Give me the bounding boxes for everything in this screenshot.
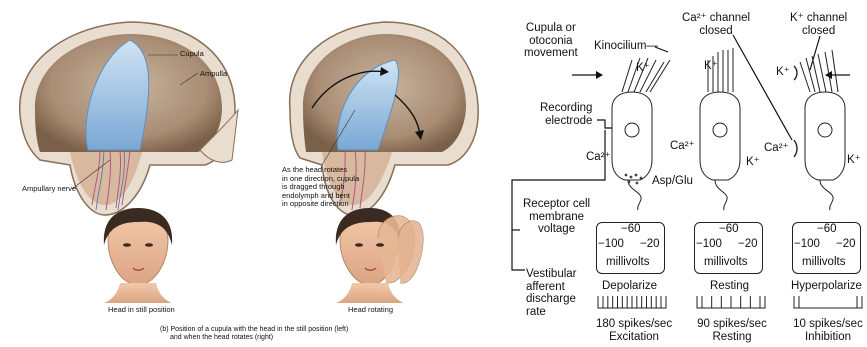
rate-depolarize: 180 spikes/sec Excitation	[596, 318, 672, 343]
meter-top-1: −60	[621, 223, 641, 236]
face-rotating-illustration	[336, 208, 423, 303]
label-ampullary-nerve: Ampullary nerve	[22, 185, 76, 194]
label-kinocilium: Kinocilium—	[594, 40, 658, 53]
label-k-plus-3: K⁺	[776, 66, 790, 79]
rate-hyperpolarize: 10 spikes/sec Inhibition	[789, 318, 867, 343]
label-k-plus-1: K⁺	[636, 62, 650, 75]
state-depolarize: Depolarize	[602, 280, 657, 293]
meter-top-2: −60	[719, 223, 739, 236]
label-k-plus-4: K⁺	[746, 156, 760, 169]
label-vestibular-rate: Vestibular afferent discharge rate	[526, 268, 577, 318]
label-ampulla: Ampulla	[200, 70, 227, 79]
meter-unit-3: millivolts	[802, 256, 845, 269]
meter-unit-1: millivolts	[606, 256, 649, 269]
caption-head-rotating: Head rotating	[348, 306, 393, 315]
meter-left-2: −100	[696, 238, 722, 251]
state-resting: Resting	[710, 280, 749, 293]
label-ca-plus-1: Ca²⁺	[586, 151, 611, 164]
label-ca-channel-closed: Ca²⁺ channel closed	[682, 12, 750, 37]
rate-resting: 90 spikes/sec Resting	[692, 318, 772, 343]
label-rotation-note: As the head rotates in one direction, cu…	[282, 166, 359, 209]
spike-boxes	[598, 296, 862, 308]
label-cupula: Cupula	[180, 50, 204, 59]
hair-cell-hyperpolarize	[794, 50, 845, 210]
label-recording-electrode: Recording electrode	[540, 102, 592, 127]
label-receptor-voltage: Receptor cell membrane voltage	[523, 198, 590, 236]
label-ca-plus-3: Ca²⁺	[764, 142, 789, 155]
label-k-plus-2: K⁺	[704, 60, 718, 73]
meter-left-3: −100	[794, 238, 820, 251]
meter-right-2: −20	[738, 238, 758, 251]
caption-head-still: Head in still position	[108, 306, 175, 315]
label-k-channel-closed: K⁺ channel closed	[790, 12, 847, 37]
meter-right-3: −20	[836, 238, 856, 251]
face-still-illustration	[104, 208, 172, 303]
meter-unit-2: millivolts	[704, 256, 747, 269]
meter-top-3: −60	[817, 223, 837, 236]
label-ca-plus-2: Ca²⁺	[670, 140, 695, 153]
label-asp-glu: Asp/Glu	[652, 175, 693, 188]
spike-trains	[603, 296, 857, 308]
label-k-plus-5: K⁺	[847, 154, 861, 167]
label-cupula-movement: Cupula or otoconia movement	[524, 22, 578, 60]
state-hyperpolarize: Hyperpolarize	[791, 280, 862, 293]
figure-caption: (b) Position of a cupula with the head i…	[160, 326, 348, 342]
meter-left-1: −100	[598, 238, 624, 251]
meter-right-1: −20	[640, 238, 660, 251]
